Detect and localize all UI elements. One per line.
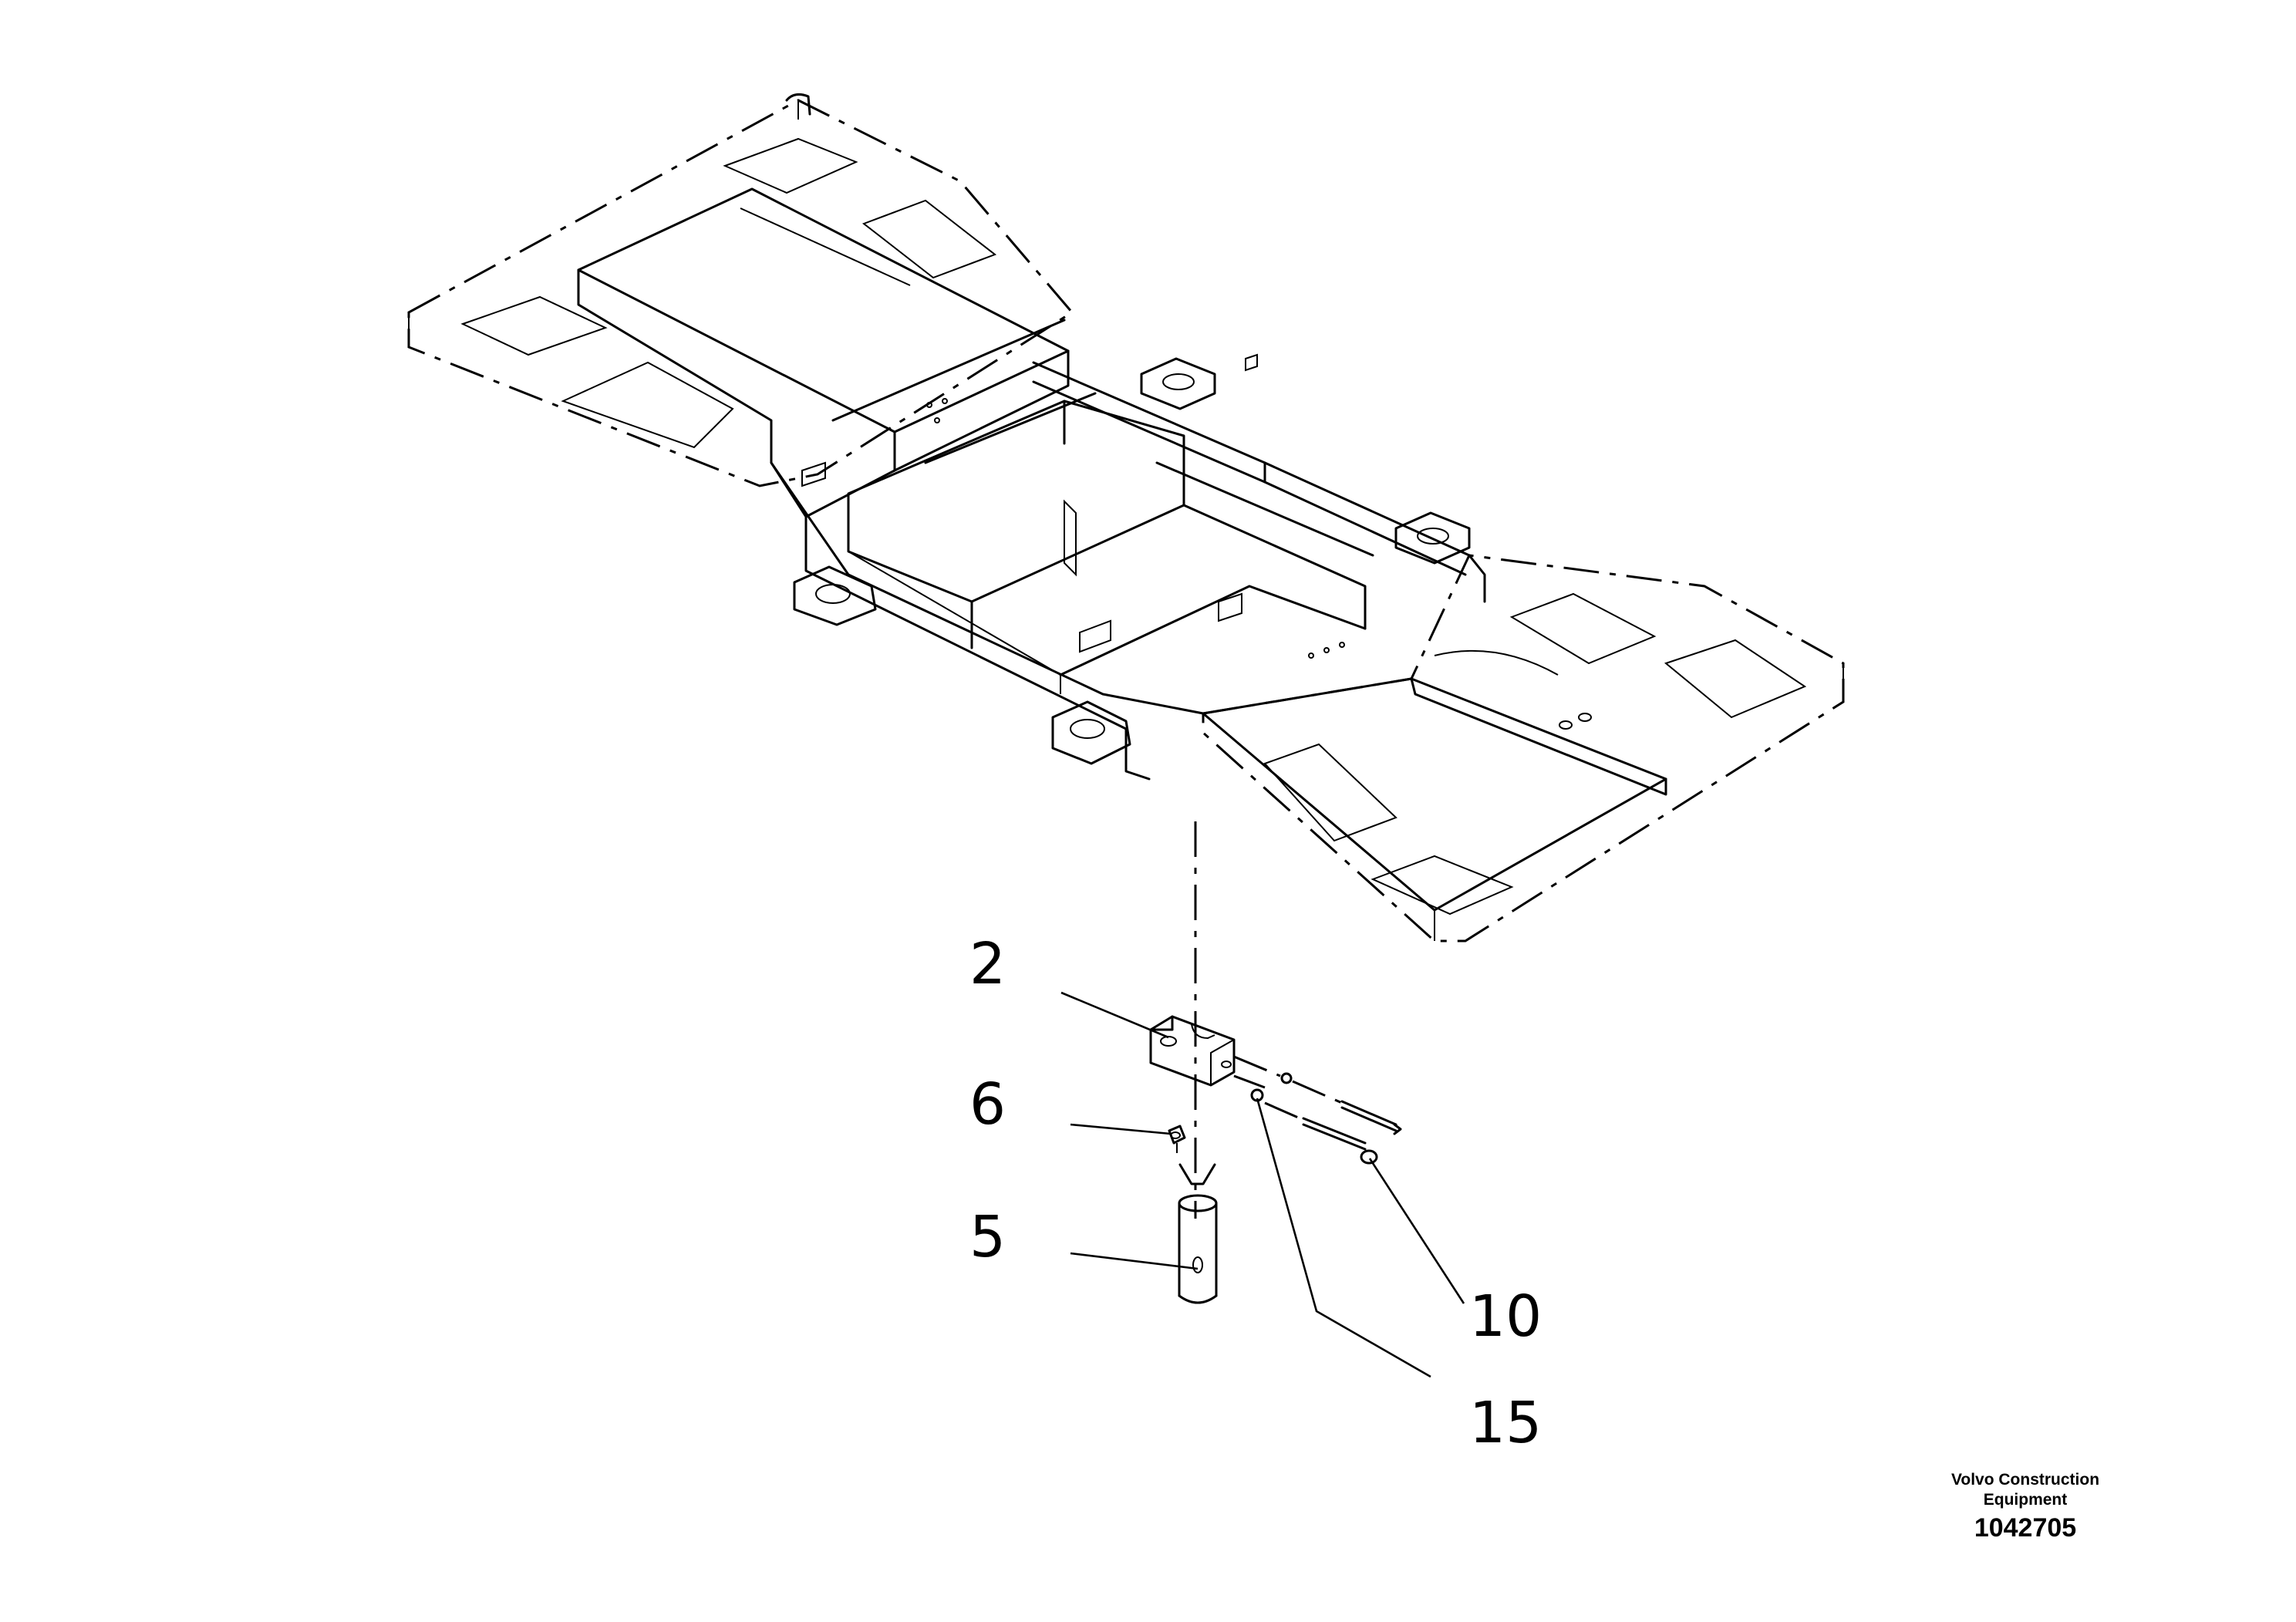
callout-item-6: 6 (969, 1071, 1006, 1138)
callout-item-5: 5 (969, 1204, 1006, 1270)
clamp-block (1149, 1015, 1236, 1087)
company-name-line2: Equipment (1983, 1491, 2068, 1509)
left-plate (407, 93, 1074, 487)
leader-lines (1060, 991, 1465, 1378)
company-name-line1: Volvo Construction (1950, 1471, 2100, 1489)
main-frame (577, 187, 1486, 781)
company-name: Volvo Construction Equipment (1917, 1470, 2133, 1510)
right-plate (1202, 554, 1845, 943)
bolt-assembly (1233, 1055, 1402, 1165)
callout-item-2: 2 (969, 931, 1006, 997)
callout-item-15: 15 (1469, 1390, 1542, 1456)
grease-fitting (1168, 1125, 1186, 1153)
pivot-pin (1178, 1163, 1218, 1304)
drawing-number: 1042705 (1974, 1513, 2077, 1543)
callout-item-10: 10 (1469, 1283, 1542, 1350)
